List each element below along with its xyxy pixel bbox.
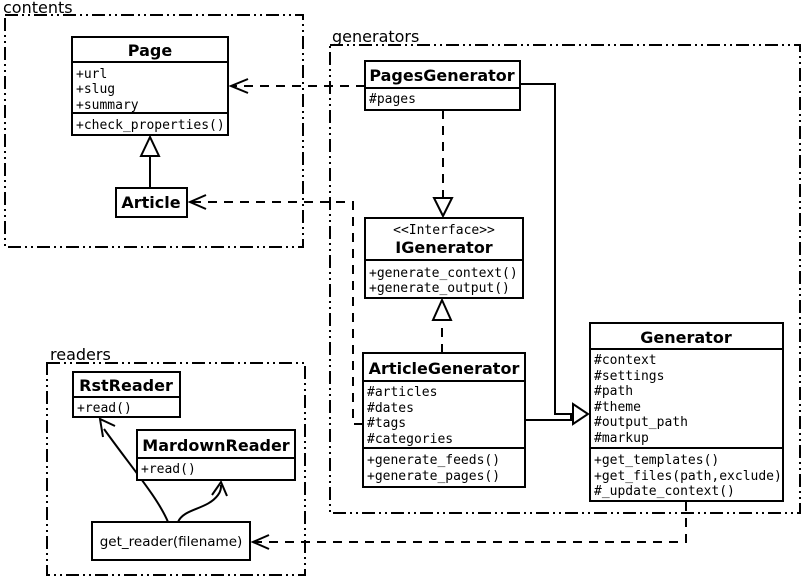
- class-articlegenerator-attribute: #dates: [367, 401, 414, 416]
- class-articlegenerator-attribute: #tags: [367, 416, 406, 431]
- class-rstreader-box: [72, 371, 181, 418]
- interface-igenerator-method: +generate_output(): [369, 281, 510, 296]
- package-contents-label: contents: [3, 0, 73, 17]
- class-mardownreader-method: +read(): [141, 462, 196, 477]
- edge-pagesgenerator-depends-page: [228, 78, 365, 94]
- class-articlegenerator-attribute: #categories: [367, 432, 453, 447]
- class-generator-attribute: #theme: [594, 400, 641, 415]
- hollow-triangle-icon: [572, 402, 590, 426]
- open-arrowhead-icon: [250, 534, 270, 550]
- edge-generator-depends-getreader: [250, 502, 687, 550]
- class-articlegenerator: ArticleGenerator #articles #dates #tags …: [362, 352, 526, 488]
- open-arrowhead-icon: [187, 194, 207, 210]
- class-pagesgenerator-box: [364, 60, 521, 111]
- class-generator-attribute: #context: [594, 353, 657, 368]
- class-pagesgenerator: PagesGenerator #pages: [364, 60, 521, 111]
- class-generator-attribute: #path: [594, 384, 633, 399]
- package-contents: contents: [3, 0, 304, 248]
- package-readers: readers: [46, 345, 306, 576]
- interface-igenerator: <<Interface>> IGenerator +generate_conte…: [364, 217, 524, 299]
- class-page-attribute: +slug: [76, 82, 115, 97]
- class-generator-attribute: #markup: [594, 431, 649, 446]
- class-page-title: Page: [128, 41, 173, 60]
- class-generator-method: +get_files(path,exclude): [594, 469, 782, 484]
- class-article-title: Article: [121, 193, 180, 212]
- interface-igenerator-stereotype: <<Interface>>: [393, 223, 495, 238]
- class-mardownreader: MardownReader +read(): [136, 429, 296, 481]
- interface-igenerator-method: +generate_context(): [369, 266, 518, 281]
- edge-pagesgenerator-extends-generator: [520, 83, 573, 415]
- edge-articlegenerator-realizes-igenerator: [431, 297, 453, 353]
- class-generator-method: #_update_context(): [594, 484, 735, 499]
- class-articlegenerator-attribute: #articles: [367, 385, 437, 400]
- class-mardownreader-box: [136, 429, 296, 481]
- class-page-attribute: +url: [76, 67, 107, 82]
- class-rstreader-title: RstReader: [79, 376, 173, 395]
- hollow-triangle-icon: [431, 297, 453, 321]
- edge-articlegenerator-extends-generator: [525, 402, 590, 426]
- edge-article-extends-page: [139, 134, 161, 188]
- function-get-reader-label: get_reader(filename): [100, 534, 243, 550]
- package-readers-border: [46, 362, 306, 576]
- interface-igenerator-title: IGenerator: [395, 238, 493, 257]
- class-rstreader: RstReader +read(): [72, 371, 181, 418]
- package-generators: generators: [329, 27, 801, 514]
- edge-articlegenerator-depends-article: [187, 194, 363, 425]
- hollow-triangle-icon: [432, 197, 454, 219]
- hollow-triangle-icon: [139, 134, 161, 157]
- class-pagesgenerator-title: PagesGenerator: [369, 66, 514, 85]
- open-arrowhead-icon: [211, 479, 228, 497]
- edge-getreader-creates-rstreader: [98, 417, 169, 523]
- package-generators-label: generators: [332, 27, 419, 46]
- class-generator-method: +get_templates(): [594, 453, 719, 468]
- edge-pagesgenerator-realizes-igenerator: [432, 110, 454, 219]
- class-articlegenerator-method: +generate_feeds(): [367, 453, 500, 468]
- class-rstreader-method: +read(): [77, 401, 132, 416]
- class-page: Page +url +slug +summary +check_properti…: [71, 36, 229, 136]
- class-generator-title: Generator: [640, 328, 732, 347]
- interface-igenerator-box: [364, 217, 524, 299]
- class-article: Article: [115, 187, 188, 218]
- class-articlegenerator-title: ArticleGenerator: [369, 359, 520, 378]
- open-arrowhead-icon: [228, 78, 249, 94]
- class-mardownreader-title: MardownReader: [142, 436, 290, 455]
- package-readers-label: readers: [50, 345, 111, 364]
- class-generator: Generator #context #settings #path #them…: [589, 322, 784, 502]
- package-generators-border: [329, 44, 801, 514]
- edge-getreader-creates-mardownreader: [177, 479, 228, 523]
- class-generator-box: [589, 322, 784, 502]
- function-get-reader: get_reader(filename): [91, 521, 251, 561]
- class-page-attribute: +summary: [76, 98, 139, 113]
- class-article-box: [115, 187, 188, 218]
- class-articlegenerator-box: [362, 352, 526, 488]
- function-get-reader-box: [91, 521, 251, 561]
- open-arrowhead-icon: [98, 417, 116, 438]
- class-generator-attribute: #settings: [594, 369, 664, 384]
- class-pagesgenerator-attribute: #pages: [369, 92, 416, 107]
- class-page-method: +check_properties(): [76, 118, 225, 133]
- package-contents-border: [4, 14, 304, 248]
- class-page-box: [71, 36, 229, 136]
- class-articlegenerator-method: +generate_pages(): [367, 469, 500, 484]
- class-generator-attribute: #output_path: [594, 415, 688, 430]
